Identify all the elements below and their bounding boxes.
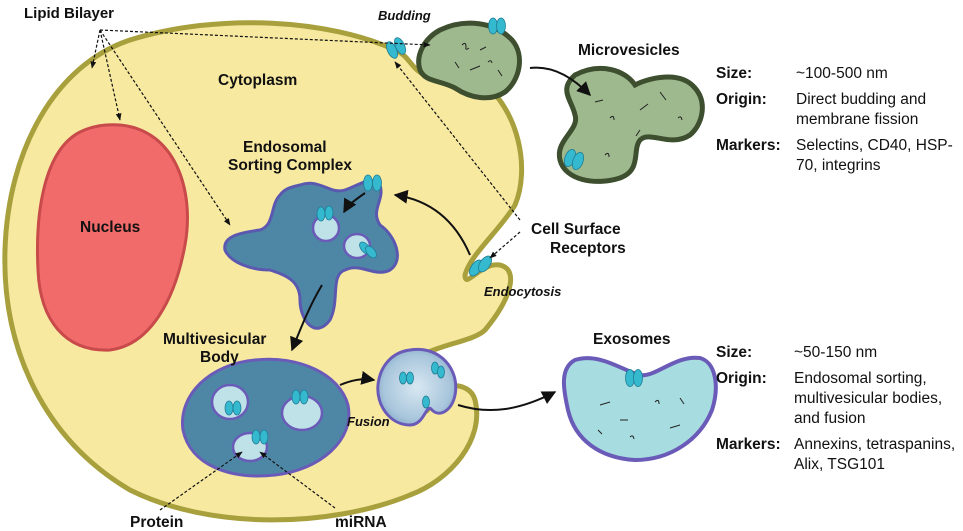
cargo-marks bbox=[594, 91, 683, 158]
arrow-budding-to-microvesicle bbox=[529, 66, 591, 96]
arrow-fusion-to-exosome bbox=[457, 391, 557, 412]
info-value: Endosomal sorting, multivesicular bodies… bbox=[794, 370, 943, 427]
label-cytoplasm: Cytoplasm bbox=[218, 72, 297, 89]
info-value: Annexins, tetraspanins, Alix, TSG101 bbox=[794, 436, 956, 473]
label-endosomal-2: Sorting Complex bbox=[228, 157, 352, 174]
label-endosomal-1: Endosomal bbox=[243, 139, 327, 156]
intraluminal-vesicle bbox=[311, 213, 341, 243]
label-exosomes: Exosomes bbox=[593, 331, 671, 348]
arrow-esc-to-mvb bbox=[290, 284, 323, 352]
label-budding: Budding bbox=[378, 8, 431, 23]
info-row-size: Size: ~50-150 nm bbox=[716, 343, 961, 363]
receptor bbox=[633, 369, 643, 387]
pointer-cell-surface-2 bbox=[489, 231, 521, 259]
microvesicle bbox=[556, 65, 705, 184]
label-nucleus: Nucleus bbox=[80, 219, 140, 236]
label-cell-surface-2: Receptors bbox=[550, 240, 626, 257]
receptor bbox=[394, 37, 406, 55]
receptor bbox=[259, 429, 269, 445]
receptor bbox=[496, 17, 506, 35]
info-key: Markers: bbox=[716, 436, 781, 453]
receptor bbox=[251, 429, 261, 445]
receptor bbox=[291, 389, 301, 405]
receptor bbox=[224, 400, 234, 416]
label-protein: Protein bbox=[130, 514, 183, 531]
info-key: Origin: bbox=[716, 91, 767, 108]
receptor bbox=[316, 206, 326, 222]
info-row-origin: Origin: Endosomal sorting, multivesicula… bbox=[716, 369, 961, 429]
pointer-protein bbox=[159, 451, 243, 511]
nucleus bbox=[36, 123, 189, 352]
receptor bbox=[571, 151, 585, 171]
cargo-marks bbox=[597, 397, 685, 440]
pointer-lipid-bilayer-2 bbox=[99, 29, 122, 121]
receptor bbox=[365, 245, 377, 259]
receptor bbox=[232, 400, 242, 416]
pointer-mirna bbox=[259, 451, 336, 509]
arrow-endocytosis-to-esc bbox=[393, 189, 471, 256]
label-endocytosis: Endocytosis bbox=[484, 284, 561, 299]
arrow-mvb-to-fusion bbox=[339, 371, 376, 386]
info-value: Direct budding and membrane fission bbox=[796, 91, 927, 128]
label-mvb-2: Body bbox=[200, 349, 239, 366]
info-value: ~50-150 nm bbox=[794, 344, 878, 361]
info-key: Size: bbox=[716, 344, 753, 361]
microvesicles-info: Size: ~100-500 nm Origin: Direct budding… bbox=[716, 64, 956, 182]
exosomes-info: Size: ~50-150 nm Origin: Endosomal sorti… bbox=[716, 343, 961, 481]
multivesicular-body bbox=[181, 357, 351, 478]
receptor bbox=[437, 365, 445, 379]
label-cell-surface-1: Cell Surface bbox=[531, 221, 621, 238]
label-lipid-bilayer: Lipid Bilayer bbox=[24, 5, 114, 22]
label-fusion: Fusion bbox=[347, 414, 390, 429]
label-mvb-1: Multivesicular bbox=[163, 331, 266, 348]
receptor bbox=[372, 174, 382, 192]
receptor bbox=[363, 174, 373, 192]
label-microvesicles: Microvesicles bbox=[578, 42, 680, 59]
info-row-origin: Origin: Direct budding and membrane fiss… bbox=[716, 90, 956, 130]
cargo-marks bbox=[454, 42, 503, 77]
label-mirna: miRNA bbox=[335, 514, 387, 531]
info-key: Origin: bbox=[716, 370, 767, 387]
pointer-cell-surface-1 bbox=[394, 61, 521, 221]
arrow-receptor-to-ilv bbox=[343, 192, 366, 214]
info-row-markers: Markers: Selectins, CD40, HSP-70, integr… bbox=[716, 136, 956, 176]
receptor bbox=[399, 371, 407, 385]
info-key: Markers: bbox=[716, 137, 781, 154]
receptor bbox=[299, 389, 309, 405]
receptor bbox=[324, 205, 334, 221]
pointer-lipid-bilayer-1 bbox=[90, 29, 101, 69]
info-row-markers: Markers: Annexins, tetraspanins, Alix, T… bbox=[716, 435, 961, 475]
receptor bbox=[406, 371, 414, 385]
receptor bbox=[422, 395, 430, 409]
pointer-lipid-bilayer-3 bbox=[99, 29, 231, 226]
info-key: Size: bbox=[716, 65, 753, 82]
info-row-size: Size: ~100-500 nm bbox=[716, 64, 956, 84]
pointer-lipid-bilayer-4 bbox=[99, 29, 431, 48]
info-value: ~100-500 nm bbox=[796, 65, 888, 82]
info-value: Selectins, CD40, HSP-70, integrins bbox=[796, 137, 953, 174]
